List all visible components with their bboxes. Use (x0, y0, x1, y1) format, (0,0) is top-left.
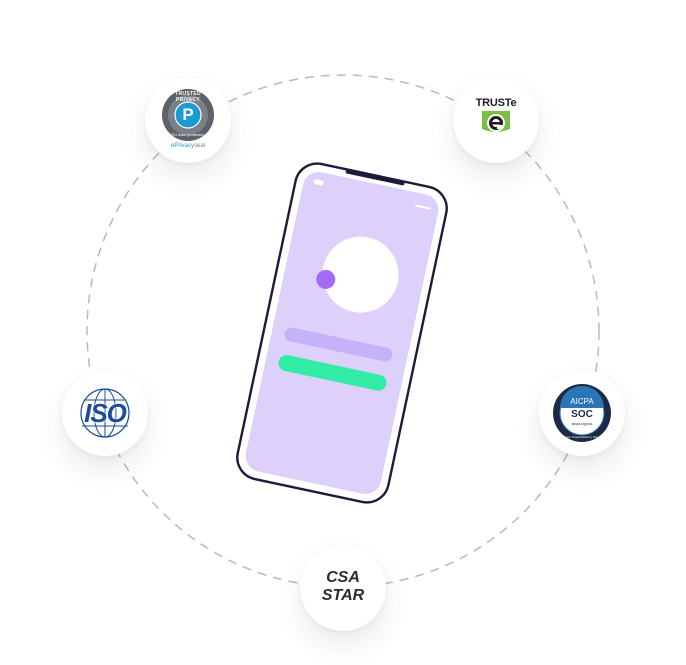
eprivacy-seal-badge: TRUSTED PRIVACY P EU data protection ePr… (145, 77, 231, 163)
accent-dot (316, 269, 336, 289)
iso-globe-logo (80, 388, 130, 438)
input-bar (284, 327, 393, 362)
iso-badge: ISO (62, 370, 148, 456)
csa-line1: CSA (326, 569, 360, 586)
phone-notch (345, 169, 405, 186)
aicpa-ring-text: SOC for Service Organizations | Service … (549, 435, 615, 439)
eprivacy-seal-logo (162, 89, 214, 141)
phone-menu-icon (415, 204, 431, 210)
aicpa-soc-seal (553, 384, 611, 442)
iso-text: ISO (84, 398, 127, 428)
eprivacy-brand-a: ePrivacy (170, 143, 194, 149)
csa-star-badge: CSA STAR (300, 545, 386, 631)
phone-status-icon (313, 179, 324, 186)
aicpa-top-text: AICPA (570, 397, 594, 406)
eprivacy-brand-b: seal (194, 143, 206, 149)
eprivacy-sub-text: EU data protection (171, 132, 205, 137)
eprivacy-inner-letter: P (182, 105, 194, 124)
csa-line2: STAR (321, 587, 365, 604)
truste-shield-logo (482, 111, 510, 132)
phone-screen (245, 171, 439, 495)
aicpa-soc-badge: AICPA SOC aicpa.org/soc SOC for Service … (539, 370, 625, 456)
aicpa-soc-text: SOC (571, 409, 593, 420)
aicpa-small-text: aicpa.org/soc (571, 422, 593, 426)
eprivacy-brand: ePrivacyseal (145, 143, 231, 150)
truste-badge: TRUSTe (453, 77, 539, 163)
truste-title: TRUSTe (475, 97, 517, 109)
profile-circle (322, 236, 399, 313)
eprivacy-ring-text: TRUSTED PRIVACY (175, 91, 201, 103)
action-bar (278, 355, 387, 391)
